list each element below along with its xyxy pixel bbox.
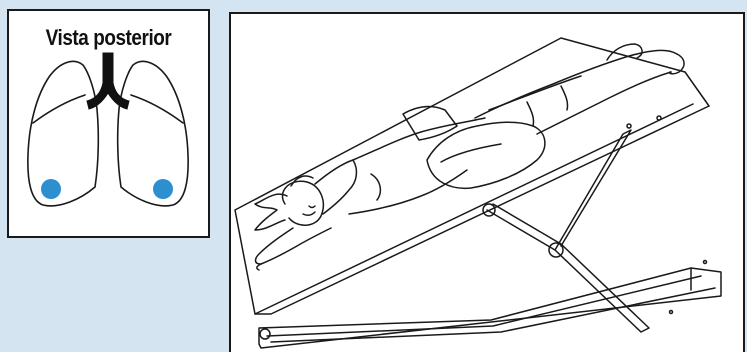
trachea xyxy=(87,53,129,109)
lungs-diagram xyxy=(9,11,208,236)
right-lung-fissure xyxy=(131,95,183,123)
left-lung-fissure xyxy=(33,95,85,123)
person-prone-on-tilted-board-icon xyxy=(231,14,743,352)
left-lung-outline xyxy=(28,61,98,205)
postural-drainage-illustration-panel xyxy=(229,12,745,352)
patient-figure xyxy=(255,44,684,270)
board-support-struts xyxy=(483,116,707,332)
lung-posterior-view-panel: Vista posterior xyxy=(7,9,210,238)
bed-base-frame xyxy=(259,268,721,348)
right-lung-outline xyxy=(118,61,188,205)
right-lung-marker xyxy=(153,179,173,199)
left-lung-marker xyxy=(41,179,61,199)
